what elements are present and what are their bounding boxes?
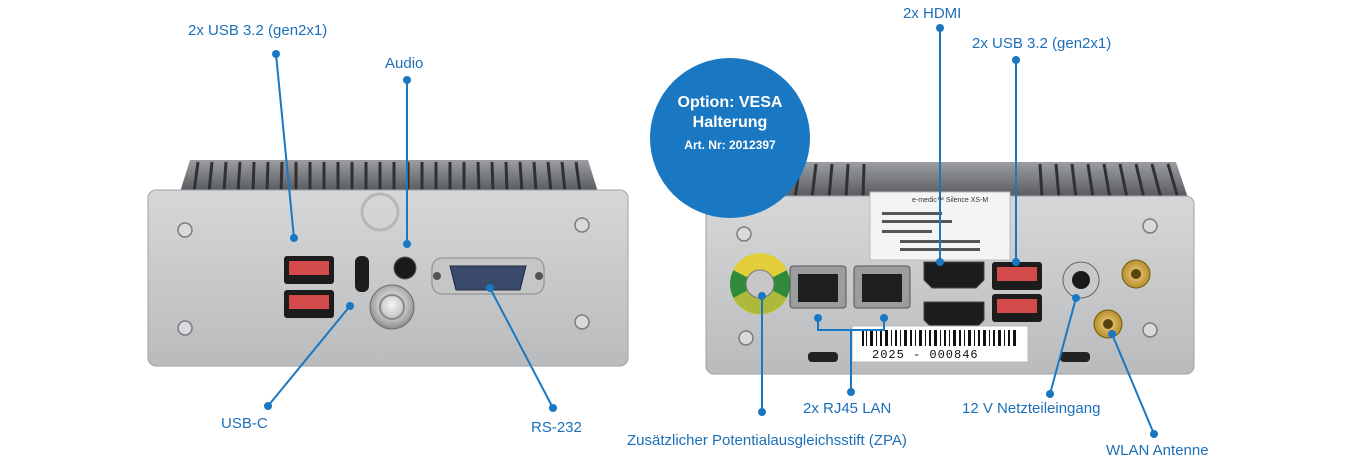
right-wlan-connectors (1093, 259, 1151, 339)
right-usb-a-ports (992, 262, 1042, 322)
label-right-power: 12 V Netzteileingang (962, 400, 1101, 417)
right-barcode (851, 325, 1029, 363)
left-front-panel (147, 189, 629, 367)
right-rj45-ports (789, 265, 911, 309)
left-usb-c-port (355, 256, 369, 292)
label-right-hdmi: 2x HDMI (903, 5, 962, 22)
sticker-product-name: e-medic™ Silence XS-M (912, 197, 989, 204)
right-screws (736, 218, 1158, 346)
left-screws (177, 217, 590, 336)
badge-line-1: Option: VESA (677, 94, 783, 111)
left-audio-jack (393, 256, 417, 280)
barcode-serial-text: 2025 - 000846 (872, 348, 979, 362)
emedic-logo-watermark (360, 192, 400, 232)
left-usb-a-ports (284, 256, 334, 318)
label-left-usbc: USB-C (221, 415, 268, 432)
label-right-usb32: 2x USB 3.2 (gen2x1) (972, 35, 1112, 52)
badge-line-2: Halterung (692, 114, 768, 131)
label-left-rs232: RS-232 (531, 419, 582, 436)
callouts (264, 24, 1158, 438)
right-power-input (1062, 261, 1100, 299)
right-hdmi-ports (923, 261, 985, 329)
left-heatsink (180, 160, 598, 193)
label-right-zpa: Zusätzlicher Potentialausgleichsstift (Z… (627, 432, 907, 449)
badge-article-number: Art. Nr: 2012397 (684, 138, 776, 152)
left-power-button (369, 284, 415, 330)
left-device (147, 160, 629, 367)
label-left-audio: Audio (385, 55, 424, 72)
label-left-usb32: 2x USB 3.2 (gen2x1) (188, 22, 328, 39)
left-rs232-port (431, 257, 545, 295)
right-zpa-stud (730, 253, 790, 315)
vesa-option-badge: Option: VESA Halterung Art. Nr: 2012397 (650, 58, 810, 218)
label-right-wlan: WLAN Antenne (1106, 442, 1209, 459)
label-right-rj45: 2x RJ45 LAN (803, 400, 892, 417)
